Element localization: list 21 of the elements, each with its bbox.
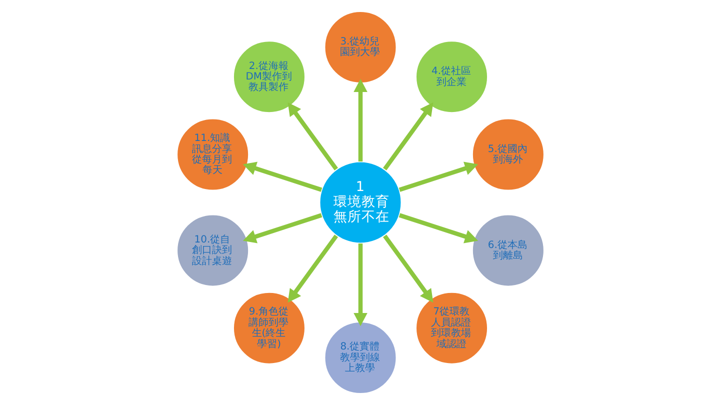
node-circle: 4.從社區到企業 <box>414 40 488 114</box>
arrow <box>398 162 478 192</box>
arrow <box>287 102 338 170</box>
node-circle: 1 環境教育無所不在 <box>318 160 402 244</box>
node-circle: 2.從海報DM製作到教具製作 <box>232 40 306 114</box>
arrow <box>398 213 478 244</box>
arrow <box>242 213 322 244</box>
arrow <box>287 234 338 303</box>
arrow <box>382 234 433 303</box>
node-circle: 9.角色從講師到學生(終生學習) <box>232 291 306 365</box>
node-circle: 11.知識訊息分享從每月到每天 <box>176 118 249 192</box>
node-circle: 5.從國內到海外 <box>471 118 544 192</box>
node-circle: 8.從實體教學到線上教學 <box>323 321 397 394</box>
node-circle: 6.從本島到離島 <box>471 214 544 288</box>
arrow <box>353 244 367 326</box>
node-circle: 10.從自創口訣到設計桌遊 <box>176 214 249 288</box>
arrow <box>382 102 433 170</box>
arrow <box>353 78 367 162</box>
node-circle: 7從環教人員認證到環教場域認證 <box>414 291 488 365</box>
arrow <box>242 162 322 192</box>
node-circle: 3.從幼兒園到大學 <box>323 10 397 84</box>
